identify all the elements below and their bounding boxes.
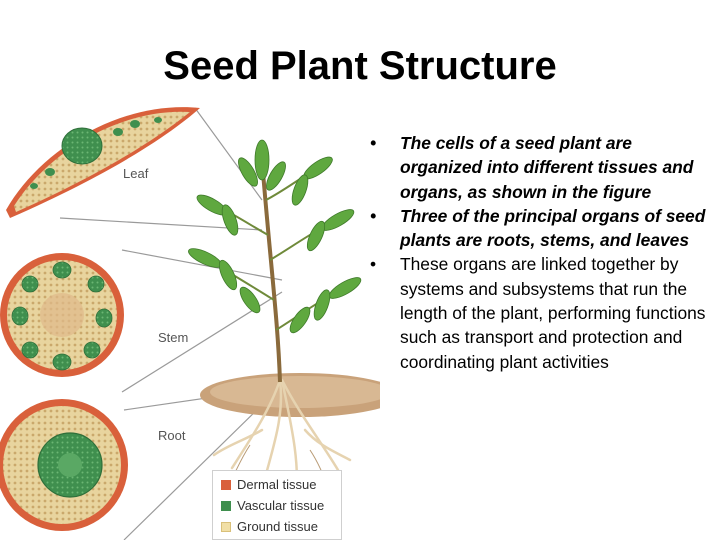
leaf-label: Leaf [123,166,148,181]
bullet-text: These organs are linked together by syst… [400,254,706,371]
bullet-text: The cells of a seed plant are organized … [400,133,693,202]
bullet-item: • Three of the principal organs of seed … [366,204,706,253]
root-cross-section [0,399,128,531]
slide-title: Seed Plant Structure [0,44,720,89]
bullet-item: • These organs are linked together by sy… [366,252,706,373]
vascular-swatch [221,501,231,511]
dermal-swatch [221,480,231,490]
ground-swatch [221,522,231,532]
legend-label: Vascular tissue [237,498,324,513]
bullet-list: • The cells of a seed plant are organize… [366,131,706,374]
tissue-legend: Dermal tissue Vascular tissue Ground tis… [212,470,342,540]
plant-illustration [186,140,380,495]
bullet-item: • The cells of a seed plant are organize… [366,131,706,204]
root-label: Root [158,428,185,443]
legend-label: Ground tissue [237,519,318,534]
leaf-cross-section [6,107,200,218]
bullet-glyph: • [370,252,376,276]
bullet-text: Three of the principal organs of seed pl… [400,206,705,250]
bullet-glyph: • [370,131,376,155]
bullet-glyph: • [370,204,376,228]
stem-cross-section [0,253,124,377]
legend-label: Dermal tissue [237,477,316,492]
stem-label: Stem [158,330,188,345]
